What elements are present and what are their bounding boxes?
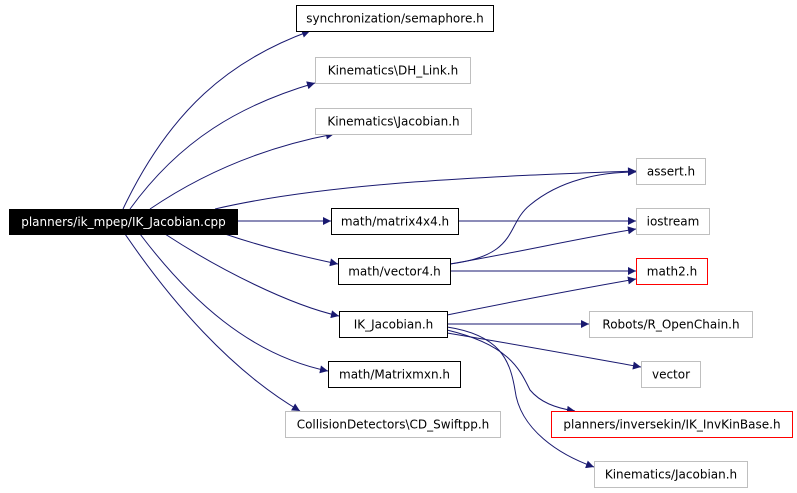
node-box xyxy=(594,461,748,488)
node-label: CollisionDetectors\CD_Swiftpp.h xyxy=(297,418,490,432)
edge-ik_jacobian-to-invkinbase xyxy=(446,329,576,414)
node-label: Kinematics\Jacobian.h xyxy=(327,115,459,129)
edges-layer xyxy=(122,29,642,469)
node-box xyxy=(296,5,494,32)
node-vector[interactable]: vector xyxy=(641,361,701,388)
node-label: math/vector4.h xyxy=(348,265,441,279)
edge-root-to-swiftpp xyxy=(124,233,301,412)
node-jacobian-fs[interactable]: Kinematics/Jacobian.h xyxy=(594,461,748,488)
node-box xyxy=(331,208,459,235)
nodes-layer: planners/ik_mpep/IK_Jacobian.cpp synchron… xyxy=(9,5,793,488)
node-label: Kinematics\DH_Link.h xyxy=(328,64,458,78)
node-box xyxy=(589,311,753,338)
node-iostream[interactable]: iostream xyxy=(636,208,710,235)
node-label: math2.h xyxy=(647,265,697,279)
node-box xyxy=(636,258,708,285)
node-vector4[interactable]: math/vector4.h xyxy=(338,258,451,285)
node-dh-link[interactable]: Kinematics\DH_Link.h xyxy=(315,57,471,84)
node-label: planners/ik_mpep/IK_Jacobian.cpp xyxy=(21,215,226,229)
edge-ik_jacobian-to-math2 xyxy=(446,276,637,316)
node-box xyxy=(636,158,706,185)
edge-ik_jacobian-to-vector xyxy=(446,332,642,370)
node-box xyxy=(9,209,238,235)
node-box xyxy=(641,361,701,388)
node-jacobian-bs[interactable]: Kinematics\Jacobian.h xyxy=(315,108,472,135)
node-box xyxy=(285,411,501,438)
node-box xyxy=(339,311,448,338)
node-label: synchronization/semaphore.h xyxy=(306,12,484,26)
node-label: assert.h xyxy=(647,165,695,179)
node-assert[interactable]: assert.h xyxy=(636,158,706,185)
node-matrix4x4[interactable]: math/matrix4x4.h xyxy=(331,208,459,235)
node-root[interactable]: planners/ik_mpep/IK_Jacobian.cpp xyxy=(9,209,238,235)
node-swiftpp[interactable]: CollisionDetectors\CD_Swiftpp.h xyxy=(285,411,501,438)
edge-root-to-dh_link xyxy=(129,81,316,210)
node-label: IK_Jacobian.h xyxy=(354,318,434,332)
edge-root-to-semaphore xyxy=(122,29,311,210)
node-box xyxy=(328,361,461,388)
edge-root-to-matrixmxn xyxy=(139,233,329,374)
node-box xyxy=(551,411,793,438)
edge-ik_jacobian-to-jacobian_fs xyxy=(446,326,595,469)
node-label: Kinematics/Jacobian.h xyxy=(605,468,737,482)
node-label: vector xyxy=(652,368,690,382)
node-label: planners/inversekin/IK_InvKinBase.h xyxy=(563,418,780,432)
edge-vector4-to-iostream xyxy=(449,226,637,265)
node-math2[interactable]: math2.h xyxy=(636,258,708,285)
edge-vector4-to-assert xyxy=(449,168,637,265)
node-label: Robots/R_OpenChain.h xyxy=(602,318,739,332)
node-box xyxy=(315,57,471,84)
node-invkinbase[interactable]: planners/inversekin/IK_InvKinBase.h xyxy=(551,411,793,438)
node-semaphore[interactable]: synchronization/semaphore.h xyxy=(296,5,494,32)
node-matrixmxn[interactable]: math/Matrixmxn.h xyxy=(328,361,461,388)
edge-root-to-assert xyxy=(214,167,637,210)
node-box xyxy=(338,258,451,285)
node-box xyxy=(315,108,472,135)
node-label: math/matrix4x4.h xyxy=(341,215,449,229)
node-box xyxy=(636,208,710,235)
edge-root-to-vector4 xyxy=(224,233,339,267)
node-ik-jacobian[interactable]: IK_Jacobian.h xyxy=(339,311,448,338)
edge-root-to-jacobian_bs xyxy=(149,131,335,210)
edge-root-to-ik_jacobian xyxy=(164,233,340,319)
node-openchain[interactable]: Robots/R_OpenChain.h xyxy=(589,311,753,338)
node-label: iostream xyxy=(647,215,700,229)
node-label: math/Matrixmxn.h xyxy=(339,368,450,382)
